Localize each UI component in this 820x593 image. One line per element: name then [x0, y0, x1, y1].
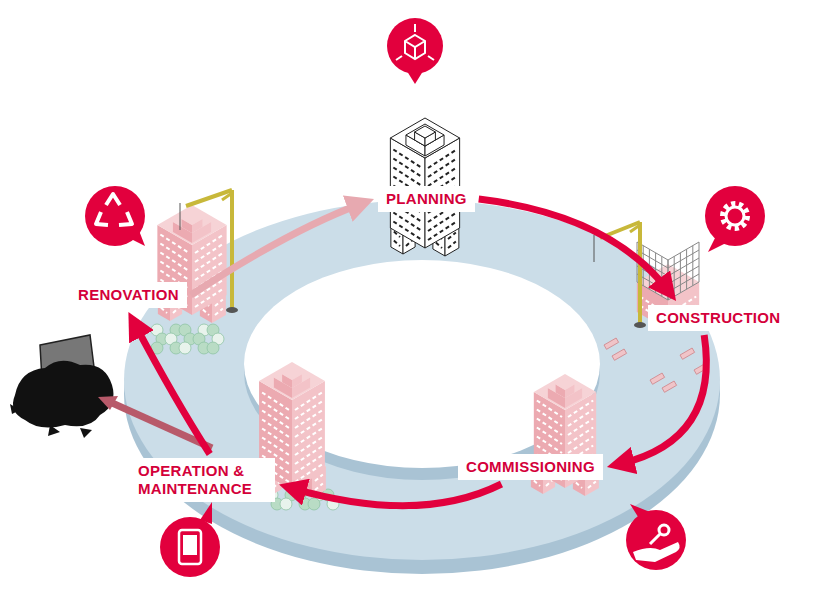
- ring-top: [124, 200, 720, 560]
- window-row: [262, 411, 289, 429]
- stage-name: PLANNING: [386, 190, 467, 208]
- window-row: [295, 411, 322, 429]
- window-row: [160, 253, 189, 272]
- window-row: [295, 465, 322, 483]
- window-row: [295, 402, 322, 420]
- building-roof: [182, 213, 203, 225]
- trees: [151, 324, 224, 354]
- building-roof: [548, 378, 582, 398]
- building-face: [292, 381, 325, 490]
- stage-name: CONSTRUCTION: [656, 309, 780, 327]
- building-materials: [604, 338, 709, 392]
- window-row: [568, 428, 593, 445]
- window-row: [160, 244, 189, 263]
- window-row: [295, 447, 322, 465]
- demolition-arrowhead: [98, 396, 118, 410]
- window-row: [537, 410, 562, 427]
- stage-name: COMMISSIONING: [466, 458, 595, 476]
- window-row: [568, 419, 593, 436]
- window-row: [537, 428, 562, 445]
- building-roof: [556, 379, 575, 390]
- window-row: [568, 437, 593, 454]
- buildings: [151, 118, 709, 510]
- window-row: [406, 241, 412, 247]
- stage-label: OPERATION & MAINTENANCE: [130, 458, 275, 502]
- window-row: [428, 168, 457, 187]
- window-row: [295, 456, 322, 474]
- window-row: [537, 437, 562, 454]
- handover-icon: [626, 504, 686, 570]
- window-row: [534, 481, 540, 487]
- window-row: [537, 419, 562, 436]
- demolished-rubble: [10, 335, 114, 438]
- building-roof: [259, 362, 325, 400]
- building-roof: [406, 124, 444, 146]
- window-row: [295, 429, 322, 447]
- window-row: [393, 213, 422, 232]
- cycle-arrow: [621, 335, 707, 464]
- gear-icon: [705, 186, 765, 252]
- stage-name: RENOVATION: [78, 286, 179, 304]
- window-row: [195, 253, 224, 272]
- window-row: [262, 402, 289, 420]
- building-roof: [415, 126, 436, 138]
- window-row: [393, 168, 422, 187]
- window-row: [393, 222, 422, 241]
- cycle-arrow: [135, 324, 210, 454]
- window-row: [428, 159, 457, 178]
- window-row: [262, 429, 289, 447]
- window-row: [295, 438, 322, 456]
- window-row: [173, 308, 179, 314]
- stage-label: CONSTRUCTION: [648, 305, 788, 331]
- stage-label: RENOVATION: [70, 282, 187, 308]
- cycle-arrow: [479, 199, 668, 290]
- recycle-icon: [85, 186, 145, 246]
- building-roof: [282, 369, 302, 380]
- window-row: [203, 310, 209, 316]
- window-row: [262, 420, 289, 438]
- window-row: [262, 438, 289, 456]
- window-row: [195, 244, 224, 263]
- stage-label: COMMISSIONING: [458, 454, 603, 480]
- renovation-crane: [180, 190, 238, 313]
- building-roof: [390, 118, 459, 158]
- window-row: [568, 410, 593, 427]
- window-row: [295, 393, 322, 411]
- building-roof: [274, 367, 310, 388]
- window-row: [393, 159, 422, 178]
- planning-icon: [387, 18, 443, 84]
- stage-label: PLANNING: [378, 186, 475, 212]
- window-row: [262, 393, 289, 411]
- building-roof: [173, 211, 211, 233]
- demolition-arrow: [110, 402, 212, 448]
- window-row: [428, 213, 457, 232]
- window-row: [295, 420, 322, 438]
- window-row: [161, 308, 167, 314]
- window-row: [428, 222, 457, 241]
- window-row: [215, 309, 223, 316]
- cycle-arrow: [191, 204, 361, 295]
- window-row: [160, 262, 189, 281]
- window-row: [546, 481, 552, 487]
- window-row: [448, 242, 456, 249]
- window-row: [576, 483, 582, 489]
- stage-name: OPERATION & MAINTENANCE: [138, 462, 267, 498]
- window-row: [394, 241, 400, 247]
- cycle-arrow: [292, 484, 501, 506]
- window-row: [315, 484, 323, 491]
- phone-icon: [160, 502, 220, 577]
- window-row: [588, 482, 596, 489]
- window-row: [436, 243, 442, 249]
